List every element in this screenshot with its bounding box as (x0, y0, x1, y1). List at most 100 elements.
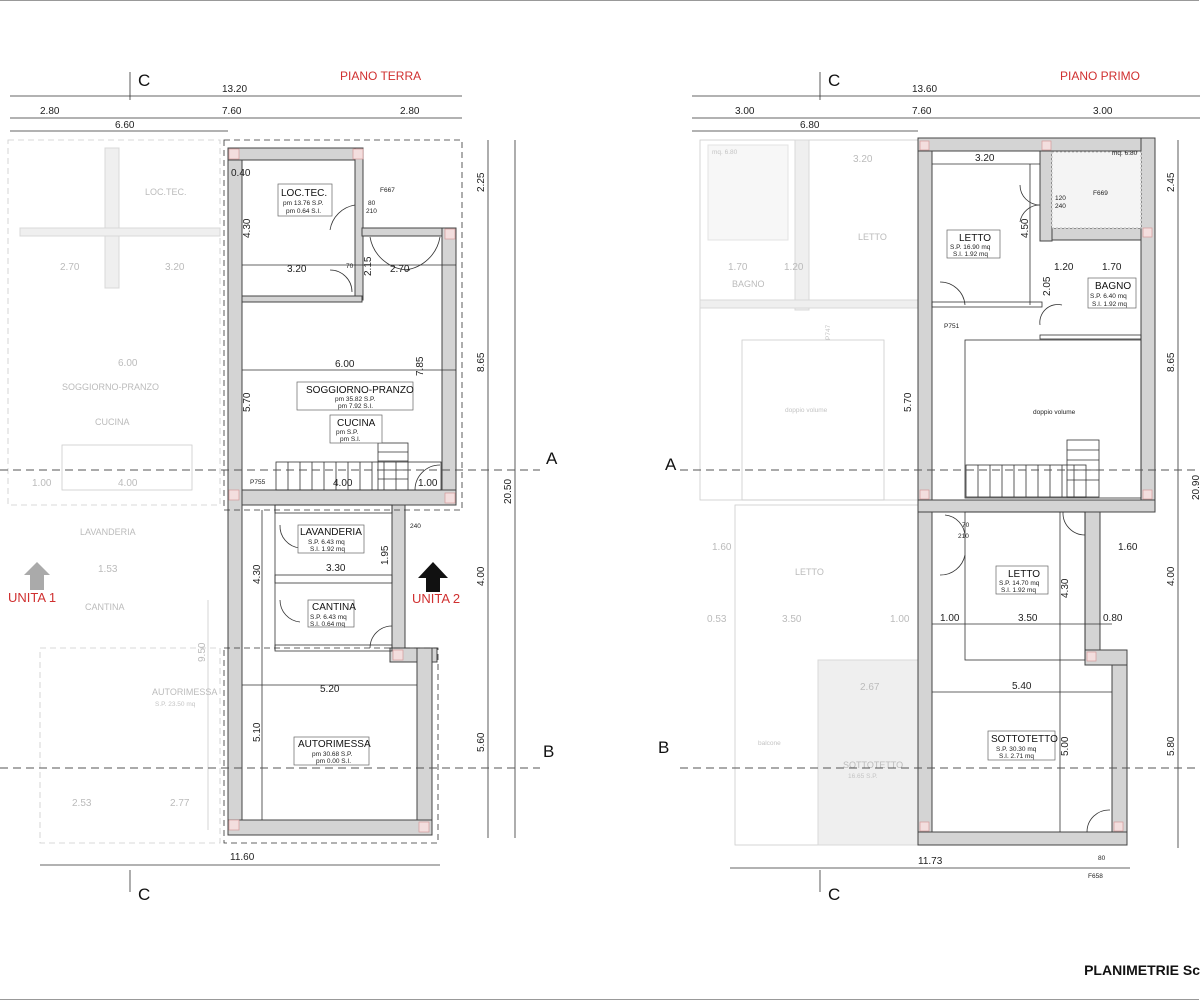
section-c-top: C (828, 71, 840, 90)
ground-floor-plan: PIANO TERRA C C A B 13.20 2.80 7.60 2.80… (0, 69, 558, 904)
dim: 3.50 (1018, 613, 1038, 624)
dim: 20.90 (1191, 475, 1200, 500)
dim-bottom: 11.60 (230, 852, 255, 863)
staircase (965, 439, 1100, 498)
dim: 2.70 (390, 264, 410, 275)
room-name: SOTTOTETTO (991, 734, 1058, 745)
door-tag: P751 (944, 323, 960, 330)
ghost-room-letto-2: LETTO (795, 567, 824, 577)
dim: 5.70 (903, 392, 914, 412)
ghost-dim: 3.50 (782, 614, 802, 625)
door-tag: 210 (366, 208, 377, 215)
section-c-bottom: C (138, 885, 150, 904)
room-name: LOC.TEC. (281, 188, 327, 199)
ghost-door-tag: P747 (825, 324, 832, 340)
ghost-dim: 9.50 (197, 642, 208, 662)
dim: 5.80 (1166, 736, 1177, 756)
ghost-unit-1: LOC.TEC. SOGGIORNO-PRANZO CUCINA LAVANDE… (7, 139, 221, 844)
room-si: S.I. 0.64 mq (310, 621, 345, 628)
room-sp: S.P. 16.90 mq (950, 244, 991, 251)
dim: 4.00 (476, 566, 487, 586)
dim: 4.30 (1060, 578, 1071, 598)
ghost-dim: 3.20 (853, 154, 873, 165)
room-cantina: CANTINA S.P. 6.43 mq S.I. 0.64 mq (307, 599, 356, 628)
sheet-title: PLANIMETRIE Sc (1084, 962, 1200, 978)
room-soggiorno-pranzo: SOGGIORNO-PRANZO pm 35.82 S.P. pm 7.92 S… (296, 381, 414, 411)
dim: 5.60 (476, 732, 487, 752)
dim: 2.45 (1166, 172, 1177, 192)
room-sp: pm 35.82 S.P. (335, 396, 376, 403)
dim: 1.70 (1102, 262, 1122, 273)
room-si: S.I. 2.71 mq (999, 753, 1034, 760)
door-tag: 240 (410, 523, 421, 530)
ghost-dim: 2.70 (60, 262, 80, 273)
room-sp: S.P. 30.30 mq (996, 746, 1037, 753)
dim: 8.65 (1166, 352, 1177, 372)
dim: 4.30 (242, 218, 253, 238)
ghost-dim: 6.00 (118, 358, 138, 369)
dim: 0.80 (1103, 613, 1123, 624)
ghost-room-autorimessa: AUTORIMESSA (152, 687, 217, 697)
dim: 3.20 (287, 264, 307, 275)
ghost-dim: 2.67 (860, 682, 880, 693)
dim: 1.20 (1054, 262, 1074, 273)
unit-2-label: UNITA 2 (412, 591, 460, 606)
dim-half: 6.60 (115, 120, 135, 131)
ghost-dim: 2.77 (170, 798, 190, 809)
ghost-room-bagno: BAGNO (732, 279, 765, 289)
ghost-dim: 1.53 (98, 564, 118, 575)
ghost-dim: 0.53 (707, 614, 727, 625)
room-si: pm 7.92 S.I. (338, 403, 373, 410)
ghost-unit-1-label: UNITA 1 (8, 590, 56, 605)
room-sp: pm S.P. (336, 429, 358, 436)
ghost-arrow-up-icon (24, 562, 50, 590)
dim: 7.85 (415, 356, 426, 376)
window-tag: F667 (380, 187, 395, 194)
dim: 20.50 (503, 479, 514, 504)
ghost-dim: 1.70 (728, 262, 748, 273)
ghost-autorimessa-sp: S.P. 23.50 mq (155, 701, 196, 708)
section-a-marker: A (546, 449, 558, 468)
room-sp: pm 13.76 S.P. (283, 200, 324, 207)
ghost-dim: 1.00 (32, 478, 52, 489)
section-b-marker: B (658, 738, 669, 757)
dim: 1.00 (418, 478, 438, 489)
dim: 3.30 (326, 563, 346, 574)
room-name: SOGGIORNO-PRANZO (306, 385, 414, 396)
door-tag: 80 (368, 200, 376, 207)
room-name: LETTO (1008, 569, 1040, 580)
ghost-dim: 2.53 (72, 798, 92, 809)
dim-bottom: 11.73 (918, 856, 943, 867)
ghost-room-loc-tec: LOC.TEC. (145, 187, 187, 197)
room-sp: S.P. 6.40 mq (1090, 293, 1127, 300)
door-tag: 240 (1055, 203, 1066, 210)
door-tag: 120 (1055, 195, 1066, 202)
ghost-area: mq. 6.80 (712, 149, 738, 156)
room-sp: pm 30.68 S.P. (312, 751, 353, 758)
dim: 3.20 (975, 153, 995, 164)
window-tag: F658 (1088, 873, 1103, 880)
room-name: AUTORIMESSA (298, 739, 371, 750)
dim: 8.65 (476, 352, 487, 372)
dim: 7.60 (912, 106, 932, 117)
terrace-area: mq. 6.80 (1112, 150, 1138, 157)
dim: 6.80 (800, 120, 820, 131)
ghost-room-soggiorno: SOGGIORNO-PRANZO (62, 382, 159, 392)
dim: 1.00 (940, 613, 960, 624)
dim: 3.00 (735, 106, 755, 117)
section-a-marker: A (665, 455, 677, 474)
dim: 6.00 (335, 359, 355, 370)
ghost-dim: 1.20 (784, 262, 804, 273)
dim: 5.00 (1060, 736, 1071, 756)
dim: 4.00 (333, 478, 353, 489)
room-letto-1: LETTO S.P. 16.90 mq S.I. 1.92 mq (946, 229, 1001, 259)
ghost-room-cucina: CUCINA (95, 417, 130, 427)
door-tag: 210 (958, 533, 969, 540)
room-name: CUCINA (337, 418, 376, 429)
first-floor-plan: PIANO PRIMO C C A B 13.60 3.00 7.60 3.00… (658, 69, 1200, 904)
room-si: S.I. 1.92 mq (310, 546, 345, 553)
staircase (275, 442, 442, 491)
ghost-doppio-volume: doppio volume (785, 407, 828, 414)
room-si: S.I. 1.92 mq (1001, 587, 1036, 594)
room-sp: S.P. 6.43 mq (310, 614, 347, 621)
